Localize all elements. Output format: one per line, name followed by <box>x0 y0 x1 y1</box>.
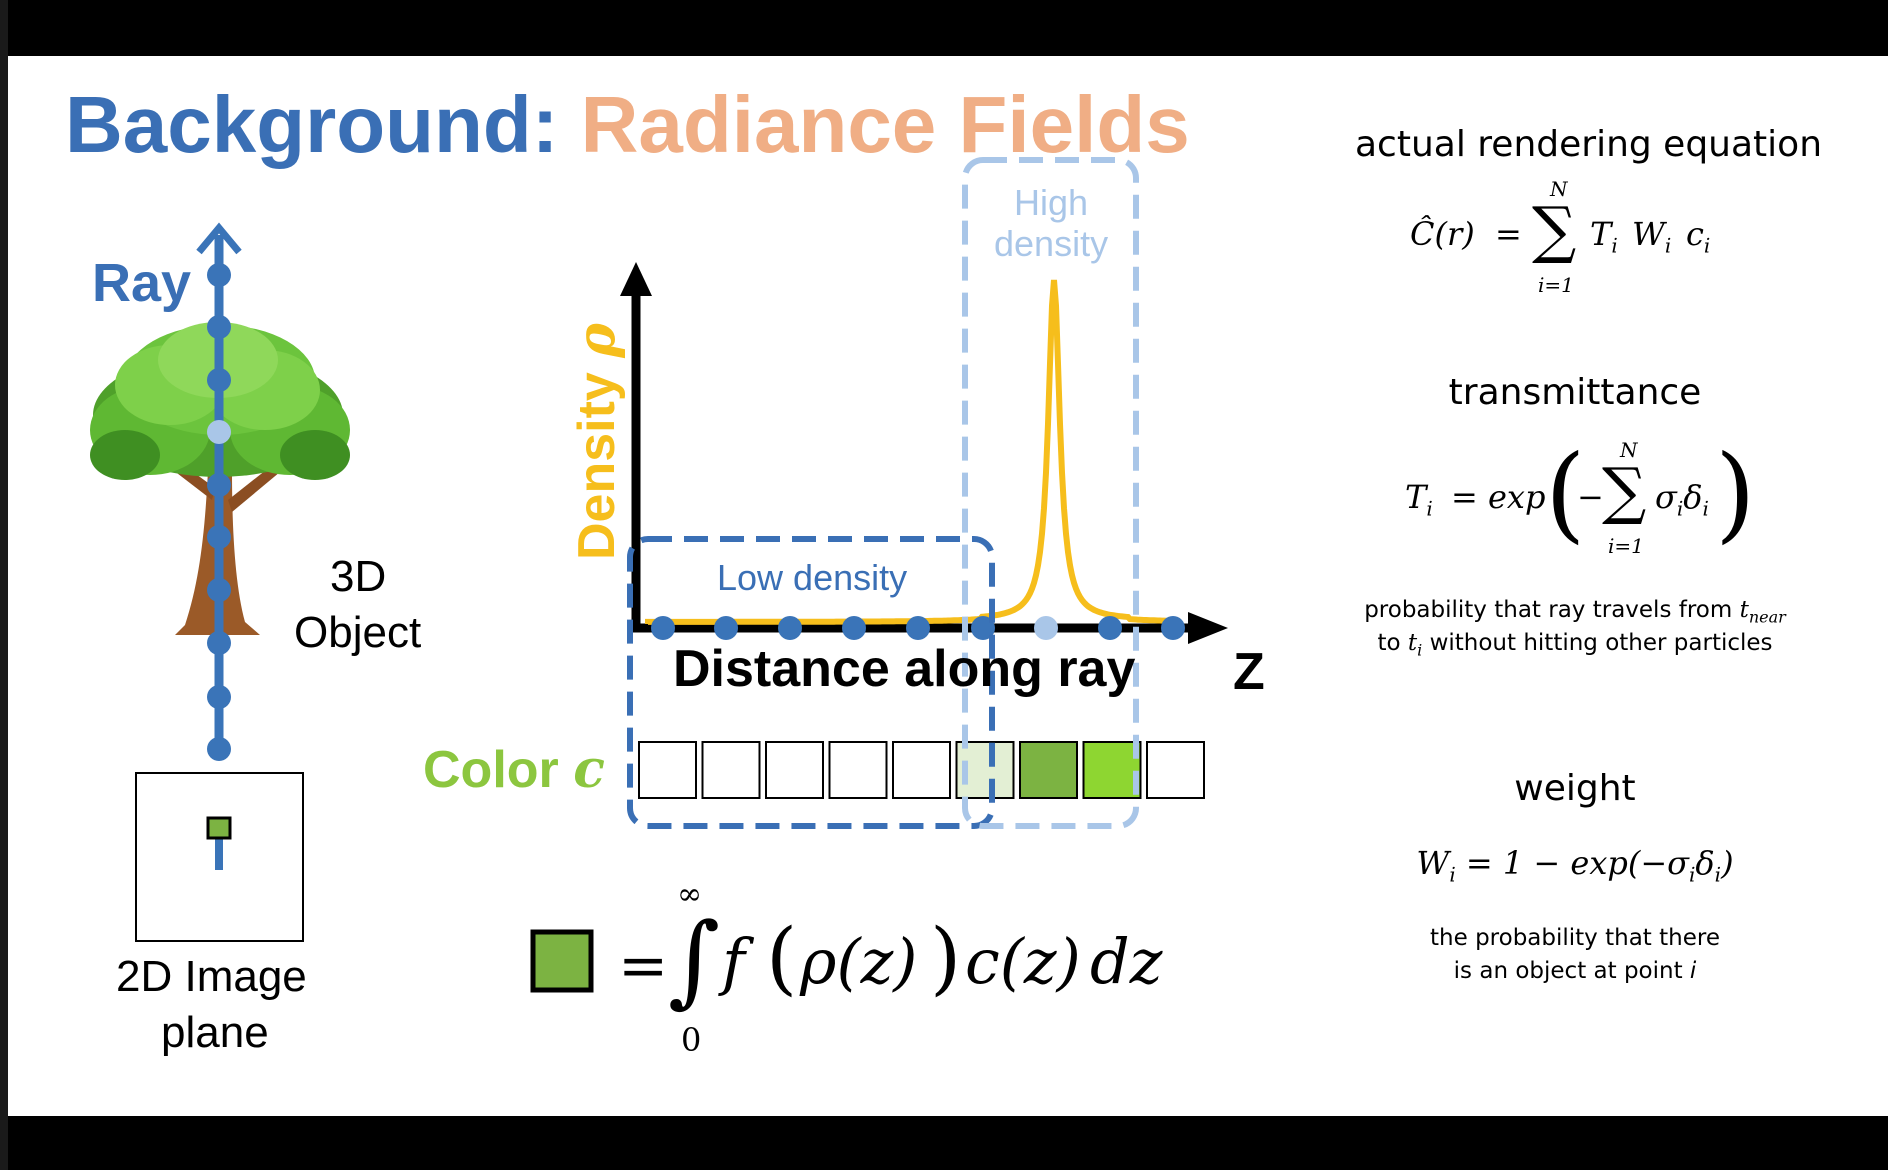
ray-sample-dot <box>207 685 231 709</box>
density-rho-symbol: ρ <box>566 323 627 358</box>
high-density-label-1: High <box>1014 182 1089 223</box>
ray-sample-dot <box>207 578 231 602</box>
top-black-bar <box>0 0 1888 56</box>
render-eq-W: Wi <box>1632 215 1672 258</box>
weight-note-line-2: is an object at point i <box>1453 958 1697 984</box>
trans-eq-sigma-delta: σiδi <box>1655 478 1709 521</box>
integral-lower-bound: 0 <box>681 1021 702 1059</box>
render-eq-equals: = <box>1495 215 1522 253</box>
axis-sample-dot <box>1098 616 1122 640</box>
color-cell <box>638 741 697 799</box>
integrand-f: f <box>722 925 745 998</box>
trans-eq-paren-open-icon: ( <box>1545 432 1586 554</box>
ray-sample-dot <box>207 263 231 287</box>
integral-paren-open-icon: ( <box>766 911 798 1004</box>
trans-eq-exp: = exp <box>1451 478 1546 516</box>
color-label-text: Color <box>423 741 559 799</box>
color-cells <box>638 741 1205 799</box>
color-cell <box>1019 741 1078 799</box>
ray-sample-dot <box>207 631 231 655</box>
high-density-box <box>962 157 1139 829</box>
axis-sample-dot <box>1161 616 1185 640</box>
ray-sample-dot <box>207 525 231 549</box>
ray-sample-dots <box>207 263 231 761</box>
integral-equals: = <box>618 931 669 1001</box>
rendering-equation-title: actual rendering equation <box>1355 124 1823 165</box>
slide-title: Background: Radiance Fields <box>65 85 1190 165</box>
image-pixel <box>206 816 232 840</box>
integrand-color: c(z) <box>965 925 1081 998</box>
trans-eq-sum-icon: ∑ <box>1602 454 1647 527</box>
ray-sample-dot <box>207 473 231 497</box>
render-eq-sum-top: N <box>1550 177 1568 201</box>
ray-sample-dot <box>207 420 231 444</box>
color-label: Color c <box>423 740 605 801</box>
ray-arrow-icon <box>196 222 242 255</box>
integral-upper-bound: ∞ <box>677 877 702 912</box>
color-cell <box>892 741 951 799</box>
render-eq-lhs: Ĉ(r) <box>1410 215 1475 253</box>
weight-note-line-1: the probability that there <box>1430 925 1720 951</box>
axis-sample-dot <box>714 616 738 640</box>
y-axis-arrow-icon <box>620 262 652 296</box>
render-eq-T: Ti <box>1590 215 1618 258</box>
color-c-symbol: c <box>573 739 605 800</box>
high-density-label-2: density <box>994 223 1109 264</box>
integral-pixel-icon <box>530 929 594 993</box>
color-cell <box>1146 741 1205 799</box>
integral-paren-close-icon: ) <box>930 911 962 1004</box>
density-axis-label: Density ρ <box>566 323 628 560</box>
transmittance-equation: Ti = exp ( − N ∑ i=1 σiδi ) <box>1405 432 1756 572</box>
left-edge-bar <box>0 0 8 1170</box>
integrand-dz: dz <box>1090 925 1163 998</box>
axis-sample-dot <box>651 616 675 640</box>
bottom-black-bar <box>0 1116 1888 1170</box>
trans-eq-sum-bottom: i=1 <box>1608 534 1644 558</box>
axis-sample-dots <box>651 616 1185 640</box>
slide <box>8 56 1888 1116</box>
low-density-label: Low density <box>717 557 908 598</box>
axis-sample-dot <box>842 616 866 640</box>
trans-eq-lhs: Ti <box>1405 478 1433 521</box>
ray-label: Ray <box>92 253 192 313</box>
integrand-rho: ρ(z) <box>800 925 918 998</box>
image-plane-label-2: plane <box>161 1008 269 1057</box>
color-cell <box>701 741 761 799</box>
x-axis-arrow-icon <box>1188 612 1228 644</box>
render-equation: Ĉ(r) = N ∑ i=1 Ti Wi ci <box>1410 175 1740 297</box>
weight-title: weight <box>1514 768 1636 809</box>
title-part-radiance-fields: Radiance Fields <box>580 80 1190 169</box>
trans-eq-paren-close-icon: ) <box>1715 432 1756 554</box>
image-plane-label-1: 2D Image <box>116 952 307 1001</box>
ray-sample-dot <box>207 315 231 339</box>
transmittance-title: transmittance <box>1448 372 1702 413</box>
z-axis-label: Z <box>1233 643 1265 701</box>
transmittance-note-line-1: probability that ray travels from tnear <box>1364 597 1786 627</box>
axis-sample-dot <box>778 616 802 640</box>
render-eq-c: ci <box>1686 215 1711 258</box>
transmittance-note-line-2: to ti without hitting other particles <box>1377 630 1773 660</box>
title-part-background: Background: <box>65 80 559 169</box>
render-eq-sum-icon: ∑ <box>1532 193 1577 266</box>
axis-sample-dot <box>906 616 930 640</box>
distance-along-ray-label: Distance along ray <box>673 640 1136 698</box>
ray-sample-dot <box>207 737 231 761</box>
color-cell <box>765 741 824 799</box>
weight-equation: Wi = 1 − exp(−σiδi) <box>1416 844 1734 887</box>
trans-eq-minus: − <box>1577 478 1604 516</box>
color-cell <box>1082 741 1142 799</box>
color-cell <box>828 741 888 799</box>
density-axis-text: Density <box>568 372 626 560</box>
trans-eq-sum-top: N <box>1620 438 1638 462</box>
integral-sign-icon: ∫ <box>668 901 721 1018</box>
ray-sample-dot <box>207 368 231 392</box>
object-label-2: Object <box>294 608 422 657</box>
render-eq-sum-bottom: i=1 <box>1538 273 1574 297</box>
axis-sample-dot <box>1034 616 1058 640</box>
low-density-box <box>627 536 995 829</box>
object-label-1: 3D <box>330 552 387 601</box>
